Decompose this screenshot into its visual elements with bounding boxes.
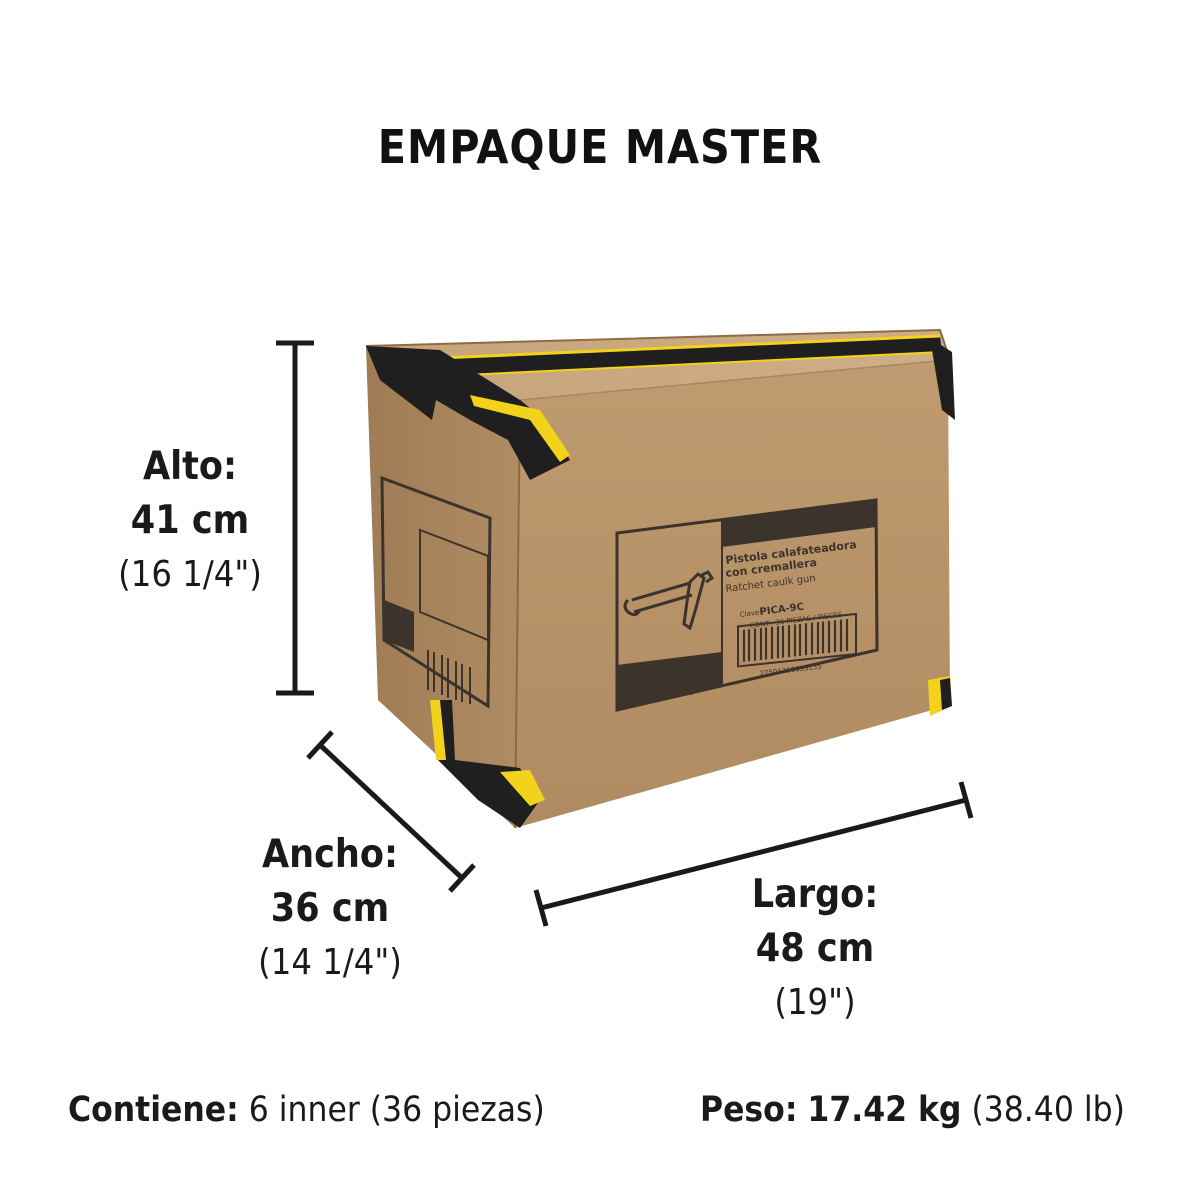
width-label: Ancho: xyxy=(261,832,399,877)
tape-top-strip xyxy=(440,336,942,376)
tape-bottom-left-corner xyxy=(430,700,540,828)
width-imperial: (14 1/4") xyxy=(258,942,402,983)
brand-logo: PRETUL xyxy=(729,521,791,544)
weight-label: Peso: xyxy=(700,1090,798,1130)
box-front-face xyxy=(515,360,950,828)
length-imperial: (19") xyxy=(774,982,856,1023)
height-metric: 41 cm xyxy=(130,498,250,543)
length-dimension: Largo: 48 cm (19") xyxy=(725,868,905,1030)
width-dimension: Ancho: 36 cm (14 1/4") xyxy=(240,828,420,990)
weight-info: Peso: 17.42 kg (38.40 lb) xyxy=(700,1090,1125,1130)
front-label-brand-band xyxy=(722,500,876,547)
weight-value: 17.42 kg xyxy=(807,1090,962,1130)
caulk-gun-icon xyxy=(623,570,715,631)
length-metric: 48 cm xyxy=(755,926,875,971)
tape-top-right-corner xyxy=(930,338,955,420)
front-label-code-block xyxy=(617,652,722,710)
height-measure-line xyxy=(276,340,314,696)
width-metric: 36 cm xyxy=(270,886,390,931)
side-label xyxy=(380,475,492,709)
packing-tape xyxy=(366,334,955,828)
length-label: Largo: xyxy=(751,872,879,917)
weight-imperial: (38.40 lb) xyxy=(971,1090,1125,1130)
height-dimension: Alto: 41 cm (16 1/4") xyxy=(100,440,280,602)
contents-value: 6 inner (36 piezas) xyxy=(248,1090,545,1130)
length-measure-line xyxy=(533,781,974,927)
measure-lines xyxy=(276,340,974,927)
width-measure-line xyxy=(306,730,476,893)
height-imperial: (16 1/4") xyxy=(118,554,262,595)
contents-info: Contiene: 6 inner (36 piezas) xyxy=(68,1090,545,1130)
codigo-label: Código xyxy=(639,668,672,683)
clave-value: PICA-9C xyxy=(759,602,805,618)
box-left-face xyxy=(366,346,520,828)
clave-label: Clave: xyxy=(739,608,762,619)
height-label: Alto: xyxy=(142,444,238,489)
contents-label: Contiene: xyxy=(68,1090,239,1130)
tape-top-left-corner xyxy=(366,346,570,480)
page-title: EMPAQUE MASTER xyxy=(377,120,823,174)
